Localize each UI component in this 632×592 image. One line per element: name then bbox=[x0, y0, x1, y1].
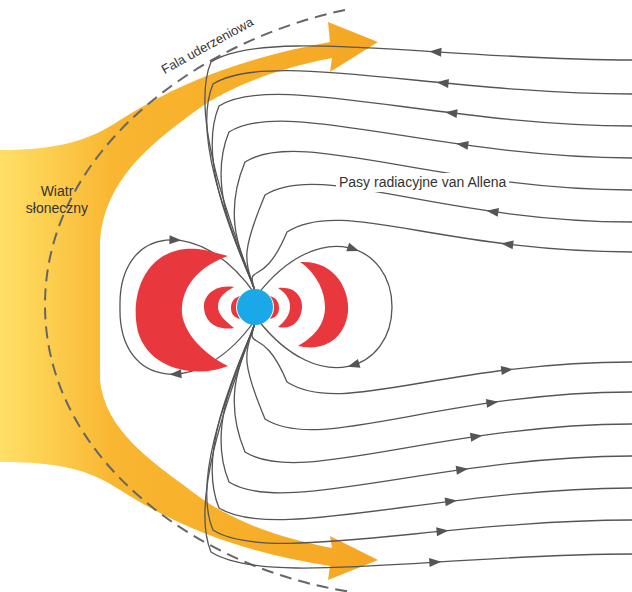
field-line bbox=[205, 46, 632, 291]
belts-label: Pasy radiacyjne van Allena bbox=[336, 173, 509, 192]
field-arrowhead bbox=[436, 526, 449, 536]
field-arrowhead bbox=[436, 78, 449, 88]
field-arrowhead bbox=[456, 139, 469, 150]
field-arrowhead bbox=[445, 108, 458, 118]
field-arrowhead bbox=[169, 235, 181, 244]
earth bbox=[237, 289, 273, 325]
field-line bbox=[234, 151, 632, 291]
field-arrowhead bbox=[470, 431, 483, 442]
field-line bbox=[205, 323, 632, 568]
field-arrowhead bbox=[445, 496, 458, 506]
field-arrowhead bbox=[429, 557, 442, 567]
field-line bbox=[247, 184, 632, 291]
field-line bbox=[252, 323, 632, 394]
field-line bbox=[207, 323, 632, 543]
field-line bbox=[252, 220, 632, 291]
field-arrowhead bbox=[456, 464, 469, 475]
outer-belt-right bbox=[298, 262, 348, 347]
shock-wave-line bbox=[45, 10, 352, 592]
field-line bbox=[221, 121, 632, 291]
field-line bbox=[247, 323, 632, 430]
solar-wind-band bbox=[0, 22, 378, 580]
field-line bbox=[234, 323, 632, 463]
field-arrowhead bbox=[346, 243, 360, 255]
field-line bbox=[212, 94, 632, 291]
field-lines bbox=[120, 46, 632, 568]
field-line bbox=[221, 323, 632, 493]
field-arrowhead bbox=[346, 359, 360, 371]
field-arrowhead bbox=[169, 369, 182, 379]
field-line bbox=[212, 323, 632, 520]
solar-wind-label: Wiatr słoneczny bbox=[18, 183, 96, 217]
inner-belt-left bbox=[204, 287, 234, 329]
field-arrowhead bbox=[486, 206, 499, 217]
radiation-belts bbox=[136, 249, 349, 372]
field-arrowhead bbox=[486, 397, 499, 408]
inner-belt-right bbox=[278, 288, 302, 328]
field-arrowhead bbox=[501, 365, 514, 375]
field-line bbox=[120, 240, 255, 374]
field-arrowhead bbox=[501, 239, 514, 249]
field-line bbox=[207, 71, 632, 291]
field-arrowhead bbox=[429, 47, 442, 57]
field-line bbox=[258, 246, 392, 367]
